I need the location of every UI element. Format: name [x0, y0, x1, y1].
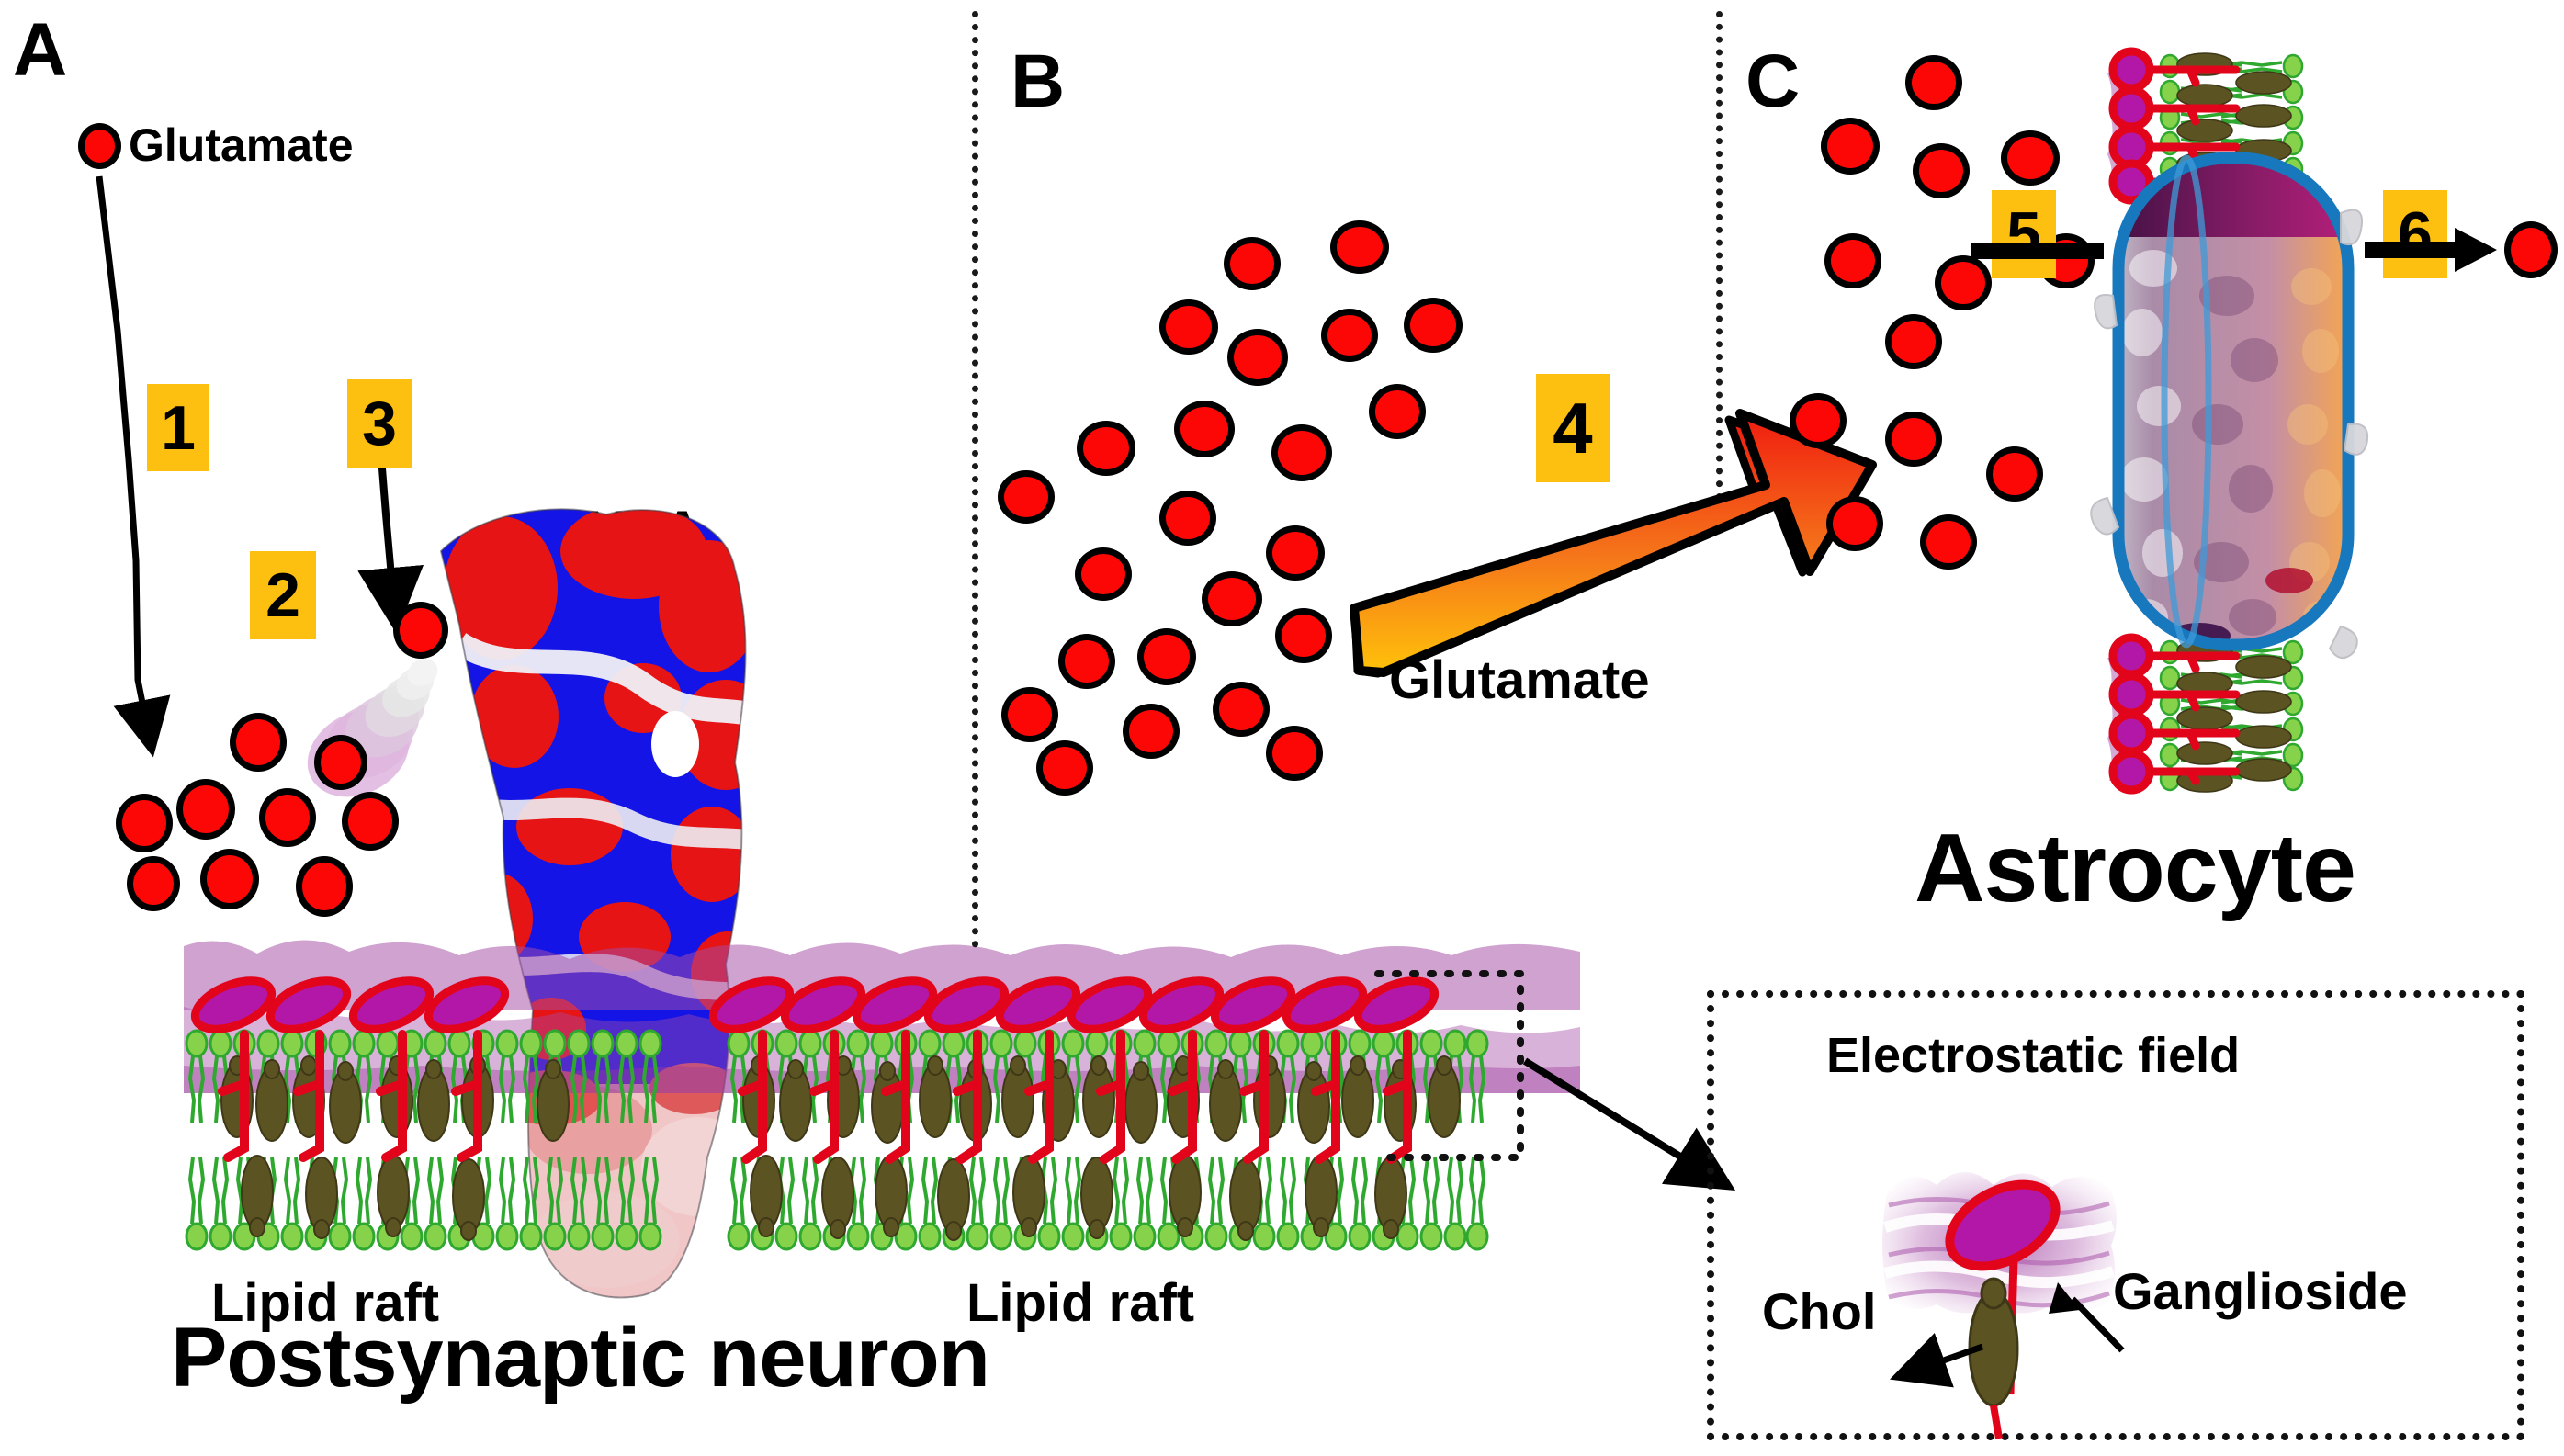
glutamate-transported	[2504, 221, 2558, 278]
glutamate-legend-label: Glutamate	[129, 119, 354, 171]
glutamate-flux-label: Glutamate	[1389, 650, 1650, 710]
glutamate-molecule	[1159, 491, 1216, 546]
glutamate-molecule	[1935, 255, 1992, 310]
glutamate-molecule	[998, 470, 1055, 524]
lipid-raft-bilayer-left	[185, 976, 662, 1251]
electrostatic-field-inset	[1707, 990, 2524, 1440]
glutamate-molecule	[1001, 687, 1058, 742]
glutamate-bound	[393, 602, 448, 659]
glutamate-molecule	[1321, 309, 1378, 362]
glutamate-molecule	[1790, 393, 1847, 448]
ganglioside-group	[190, 976, 510, 1033]
glutamate-molecule	[200, 849, 259, 909]
glutamate-molecule	[1036, 740, 1093, 796]
postsynaptic-neuron-caption: Postsynaptic neuron	[171, 1311, 990, 1405]
glutamate-molecule	[1123, 704, 1180, 759]
glutamate-molecule	[1077, 421, 1135, 476]
glutamate-molecule	[1202, 571, 1262, 626]
step-number-1: 1	[147, 384, 209, 471]
membrane-callout-region	[1374, 970, 1524, 1161]
glutamate-molecule	[1905, 55, 1962, 110]
ganglioside-molecule	[1945, 1179, 2061, 1271]
glutamate-molecule	[1174, 401, 1235, 457]
glutamate-molecule	[314, 735, 367, 790]
panel-divider-bc	[1716, 11, 1723, 525]
step-6-arrow-head	[2455, 228, 2497, 272]
glutamate-molecule	[1821, 118, 1880, 175]
cholesterol-molecule	[1968, 1277, 2019, 1439]
lipid-raft-bilayer-right	[708, 976, 1489, 1251]
glutamate-molecule	[1058, 634, 1115, 689]
glutamate-molecule	[176, 779, 235, 840]
glutamate-molecule	[1213, 682, 1270, 737]
glutamate-molecule	[230, 713, 287, 772]
glutamate-molecule	[1275, 608, 1332, 663]
glutamate-molecule	[1330, 220, 1389, 274]
lipid-raft-label-left: Lipid raft	[211, 1273, 440, 1333]
glutamate-molecule	[127, 856, 180, 911]
panel-letter-a: A	[13, 8, 67, 92]
astrocyte-caption: Astrocyte	[1915, 814, 2356, 922]
glutamate-molecule	[1266, 525, 1325, 581]
glutamate-molecule	[1224, 237, 1281, 290]
glutamate-molecule	[1404, 298, 1463, 353]
chol-annotation-arrow	[1889, 1332, 1984, 1388]
glutamate-molecule	[1885, 314, 1942, 369]
glutamate-molecule	[1826, 496, 1883, 551]
glutamate-molecule	[116, 794, 173, 852]
glutamate-molecule	[1824, 233, 1881, 288]
lipid-raft-label-right: Lipid raft	[966, 1273, 1195, 1333]
ganglioside-annotation-head	[2049, 1282, 2080, 1314]
inset-title: Electrostatic field	[1826, 1028, 2241, 1083]
glutamate-molecule	[1266, 726, 1323, 781]
ganglioside-label: Ganglioside	[2113, 1262, 2408, 1320]
glutamate-molecule	[1159, 299, 1218, 355]
glutamate-molecule	[296, 856, 353, 917]
step-number-4: 4	[1536, 374, 1610, 482]
chol-label: Chol	[1762, 1282, 1877, 1340]
inset-diagram	[1882, 1172, 2125, 1439]
glutamate-molecule	[1885, 412, 1942, 467]
glutamate-molecule	[342, 792, 399, 851]
glutamate-molecule	[1913, 143, 1970, 198]
step-number-2: 2	[250, 551, 316, 639]
glutamate-flux-arrow-shape	[1350, 409, 1877, 677]
glutamate-molecule	[1369, 384, 1426, 439]
astrocyte-membrane-bottom	[2107, 633, 2304, 795]
glutamate-molecule	[1986, 446, 2043, 502]
glutamate-molecule	[1920, 514, 1977, 570]
step-number-3: 3	[347, 379, 412, 468]
ganglioside-annotation-shaft	[2070, 1296, 2125, 1353]
inset-pointer-arrow	[1522, 1057, 1736, 1191]
glutamate-molecule	[1271, 424, 1332, 481]
glutamate-molecule	[2001, 130, 2060, 186]
glutamate-legend-marker	[78, 123, 121, 169]
panel-divider-ab	[972, 11, 978, 948]
panel-letter-b: B	[1011, 40, 1065, 123]
glutamate-molecule	[259, 788, 316, 847]
glutamate-molecule	[1137, 628, 1196, 685]
glutamate-molecule	[1075, 547, 1132, 601]
panel-letter-c: C	[1745, 40, 1800, 123]
step-number-6: 6	[2383, 190, 2447, 278]
glutamate-transporter-structure	[2090, 152, 2368, 659]
glutamate-molecule	[1227, 329, 1288, 386]
